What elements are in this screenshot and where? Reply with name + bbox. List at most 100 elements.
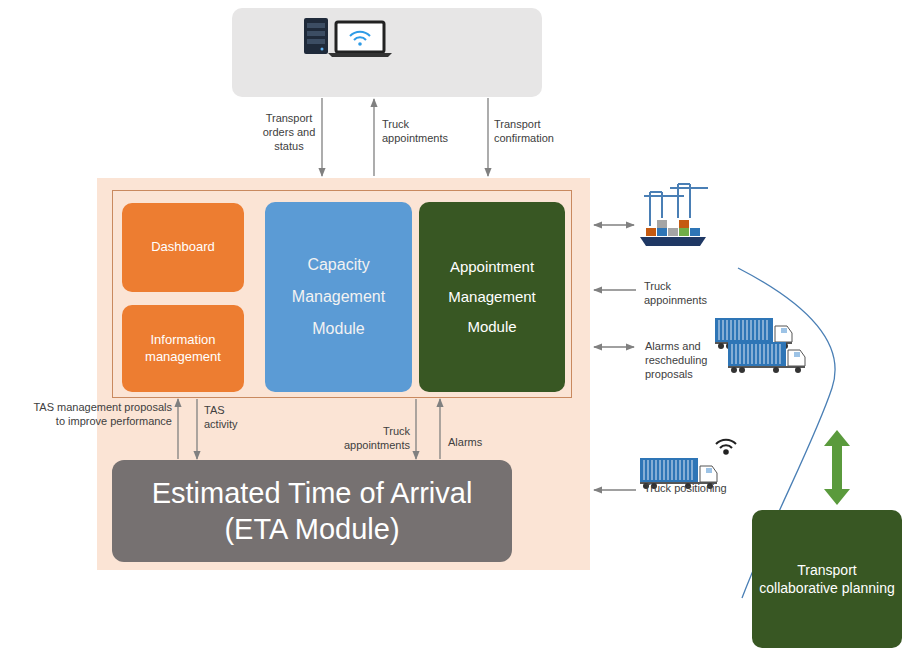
truck-icon (747, 320, 748, 340)
flow-arrow (415, 399, 416, 459)
port-crane-icon (644, 184, 708, 226)
truck-icon (732, 344, 733, 364)
truck-icon (739, 367, 745, 373)
server-icon (304, 18, 328, 54)
laptop-icon (358, 42, 362, 46)
wifi-icon (716, 440, 736, 454)
truck-icon (760, 344, 761, 364)
port-crane-icon (670, 187, 708, 189)
truck-icon (740, 344, 741, 364)
truck-icon (763, 320, 764, 340)
truck-icon (676, 460, 677, 480)
truck-icon (652, 460, 653, 480)
node-text: Estimated Time of Arrival (ETA Module) (118, 475, 506, 548)
truck-icon (755, 320, 756, 340)
truck-icon (794, 352, 800, 357)
port-crane-icon (640, 237, 706, 246)
port-crane-icon (678, 183, 690, 185)
truck-icon (736, 344, 737, 364)
port-crane-icon (650, 191, 662, 193)
port-crane-icon (679, 228, 689, 236)
server-icon (307, 23, 325, 28)
double-arrow (824, 430, 850, 505)
truck-icon (759, 320, 760, 340)
flow-label: Transport confirmation (494, 118, 576, 146)
laptop-icon (350, 32, 370, 36)
system-panel: DashboardInformation management Capacity … (97, 178, 590, 570)
truck-icon (672, 460, 673, 480)
flow-arrow (373, 99, 374, 176)
server-icon (307, 39, 325, 44)
port-crane-icon (640, 184, 708, 246)
flow-label: Truck appoinments (644, 280, 716, 308)
wifi-icon (720, 445, 732, 448)
truck-icon (773, 367, 779, 373)
truck-icon (775, 326, 792, 342)
edge-label: Truck appointments (338, 425, 410, 453)
truck-icon (728, 342, 786, 366)
panel-fill (97, 178, 590, 570)
laptop-icon (328, 53, 392, 57)
flow-arrow (177, 399, 178, 459)
truck-icon (718, 343, 724, 349)
laptop-icon (328, 22, 392, 57)
truck-icon (664, 460, 665, 480)
module-box: Capacity Management Module (265, 202, 412, 392)
module-group: DashboardInformation management Capacity … (112, 190, 572, 398)
port-crane-icon (657, 220, 667, 228)
laptop-icon (354, 37, 366, 40)
truck-icon (756, 344, 757, 364)
truck-icon (752, 344, 753, 364)
port-crane-icon (690, 228, 700, 236)
port-crane-icon (668, 228, 678, 236)
truck-icon (715, 318, 773, 342)
server-icon (321, 48, 324, 51)
flow-arrow (439, 399, 440, 459)
truck-icon (751, 320, 752, 340)
truck-icon (780, 344, 781, 364)
flow-arrow (594, 489, 636, 490)
truck-icon (776, 344, 777, 364)
process-box: Transport collaborative planning (752, 510, 902, 648)
truck-icon (781, 328, 787, 333)
truck-icon (668, 460, 669, 480)
truck-icon (656, 460, 657, 480)
node-text: Transport collaborative planning (758, 561, 896, 597)
edge-label: TAS management proposals to improve perf… (30, 401, 172, 429)
node-text: Dashboard (151, 239, 215, 256)
truck-icon (743, 320, 744, 340)
edge-label: TAS activity (204, 404, 244, 432)
external-system-box (232, 8, 542, 97)
process-box: Information management (122, 305, 244, 392)
wifi-icon (724, 450, 728, 454)
flow-arrow (321, 98, 322, 176)
truck-icon (767, 320, 768, 340)
truck-icon (640, 458, 698, 482)
truck-icon (772, 344, 773, 364)
truck-icon (644, 460, 645, 480)
module-box: Appointment Management Module (419, 202, 565, 392)
node-text: Capacity Management Module (271, 249, 406, 345)
truck-icon (688, 460, 689, 480)
truck-icon (706, 468, 712, 473)
truck-icon (728, 366, 805, 368)
truck-icon (680, 460, 681, 480)
server-icon (307, 31, 325, 36)
flow-label: Alarms and rescheduling proposals (645, 340, 713, 381)
truck-icon (748, 344, 749, 364)
port-crane-icon (649, 192, 651, 226)
process-box: Dashboard (122, 203, 244, 292)
truck-icon (660, 460, 661, 480)
truck-icon (727, 320, 728, 340)
truck-icon (735, 320, 736, 340)
flow-label: Transport orders and status (260, 112, 318, 153)
truck-icon (640, 318, 805, 489)
laptop-icon (336, 22, 384, 52)
truck-icon (739, 320, 740, 340)
truck-icon (728, 342, 805, 373)
port-crane-icon (677, 184, 679, 218)
truck-icon (731, 367, 737, 373)
flow-arrow (196, 399, 197, 459)
